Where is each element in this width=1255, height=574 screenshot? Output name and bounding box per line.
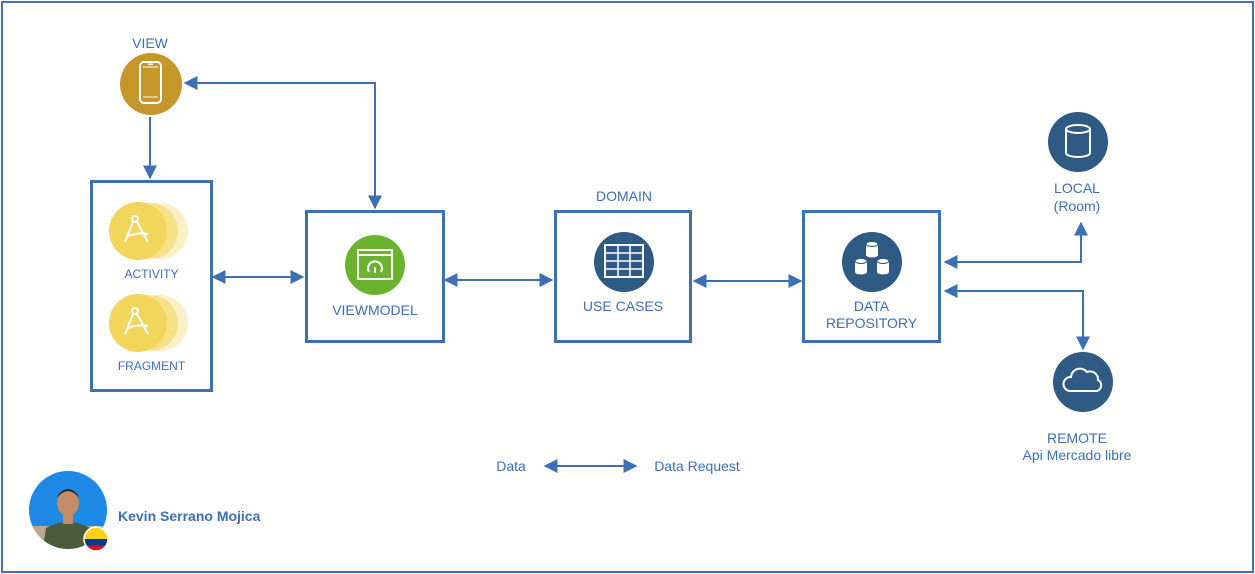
- colombia-flag-icon: [83, 526, 109, 552]
- fragment-label: FRAGMENT: [117, 359, 186, 373]
- legend-data-request-label: Data Request: [654, 458, 740, 474]
- local-label-line2: (Room): [1053, 198, 1101, 214]
- database-icon: [842, 232, 902, 292]
- author-name: Kevin Serrano Mojica: [118, 508, 261, 524]
- cloud-icon: [1053, 352, 1113, 412]
- compass-icon: [109, 294, 188, 352]
- view-viewmodel-arrow: [183, 76, 382, 210]
- compass-icon: [109, 202, 188, 260]
- legend-data-label: Data: [496, 458, 526, 474]
- remote-label-line2: Api Mercado libre: [1022, 447, 1132, 463]
- repository-remote-arrow: [943, 284, 1090, 351]
- phone-icon: [120, 53, 182, 115]
- repository-local-arrow: [943, 221, 1088, 269]
- remote-label-line1: REMOTE: [1047, 430, 1107, 446]
- viewmodel-label: VIEWMODEL: [332, 302, 418, 318]
- domain-label: DOMAIN: [596, 188, 652, 204]
- window-icon: [345, 235, 405, 295]
- local-label-line1: LOCAL: [1054, 180, 1100, 196]
- activity-label: ACTIVITY: [124, 267, 179, 281]
- use-cases-label: USE CASES: [582, 298, 664, 314]
- view-label: VIEW: [132, 35, 168, 51]
- database-icon: [1048, 112, 1108, 172]
- table-icon: [594, 232, 654, 292]
- data-repository-label-line2: REPOSITORY: [825, 315, 918, 331]
- data-repository-label-line1: DATA: [853, 298, 890, 314]
